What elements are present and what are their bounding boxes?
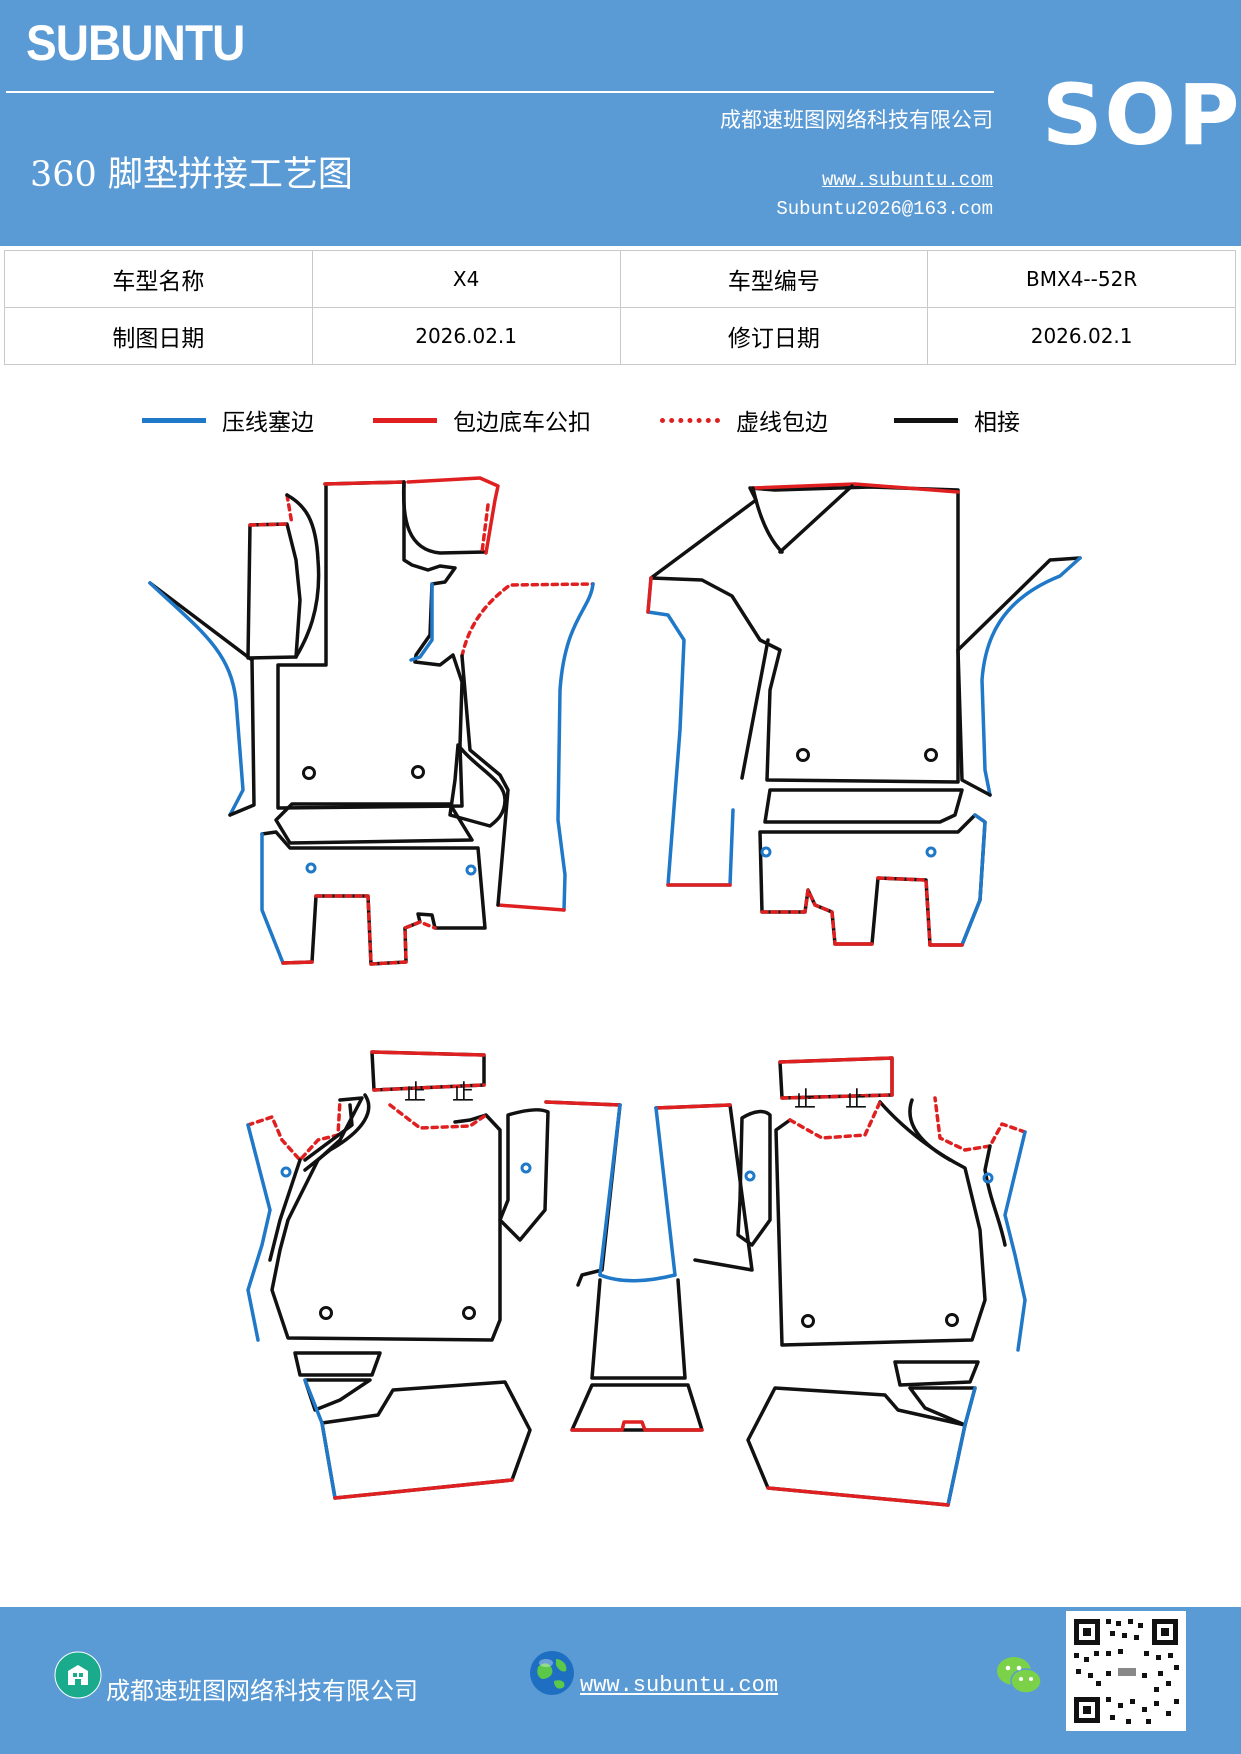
legend: 压线塞边 包边底车公扣 虚线包边 相接 [0,400,1241,440]
footer-banner: 成都速班图网络科技有限公司 www.subuntu.com [0,1607,1241,1754]
globe-icon [530,1651,574,1695]
legend-item-pressline: 压线塞边 [142,400,314,440]
svg-text:止: 止 [404,1081,426,1106]
doc-type: SOP [1042,66,1241,164]
legend-swatch-red-dotted [660,417,720,423]
legend-label: 压线塞边 [222,410,314,436]
legend-label: 虚线包边 [736,410,828,436]
header-divider [6,91,994,93]
legend-item-red-solid: 包边底车公扣 [373,400,591,440]
svg-text:止: 止 [845,1088,867,1113]
page-title: 360 脚垫拼接工艺图 [30,155,353,195]
footer-website-link[interactable]: www.subuntu.com [580,1673,779,1698]
qr-code-icon [1066,1611,1186,1731]
rear-center-mat [544,1100,754,1432]
table-row: 制图日期 2026.02.1 修订日期 2026.02.1 [4,307,1236,365]
svg-text:止: 止 [452,1081,474,1106]
front-left-mat [148,476,595,966]
model-name-label: 车型名称 [4,250,313,308]
draw-date-value: 2026.02.1 [311,307,621,365]
rear-left-mat: 止 止 [246,1050,550,1500]
building-icon [54,1651,102,1699]
revise-date-value: 2026.02.1 [927,307,1236,365]
info-table: 车型名称 X4 车型编号 BMX4--52R 制图日期 2026.02.1 修订… [4,250,1236,365]
header-website-link[interactable]: www.subuntu.com [821,169,993,191]
rear-right-mat: 止 止 [736,1056,1027,1507]
header-banner: SUBUNTU SOP 成都速班图网络科技有限公司 360 脚垫拼接工艺图 ww… [0,0,1241,246]
legend-swatch-red [373,417,437,423]
legend-label: 相接 [974,410,1020,436]
table-row: 车型名称 X4 车型编号 BMX4--52R [4,250,1236,308]
legend-label: 包边底车公扣 [453,410,591,436]
legend-swatch-blue [142,417,206,423]
legend-swatch-black [894,417,958,423]
floor-mat-diagram: 止 止 止 止 [148,476,1082,1507]
header-company: 成都速班图网络科技有限公司 [720,108,993,132]
model-name-value: X4 [311,250,621,308]
svg-text:止: 止 [794,1088,816,1113]
revise-date-label: 修订日期 [619,307,929,365]
legend-item-join: 相接 [894,400,1020,440]
footer-company: 成都速班图网络科技有限公司 [106,1677,418,1705]
brand-logo: SUBUNTU [26,15,245,71]
header-email: Subuntu2026@163.com [776,198,993,220]
draw-date-label: 制图日期 [4,307,313,365]
front-right-mat [646,482,1082,947]
model-code-label: 车型编号 [619,250,929,308]
model-code-value: BMX4--52R [927,250,1236,308]
wechat-icon[interactable] [996,1655,1042,1697]
legend-item-red-dotted: 虚线包边 [660,400,828,440]
